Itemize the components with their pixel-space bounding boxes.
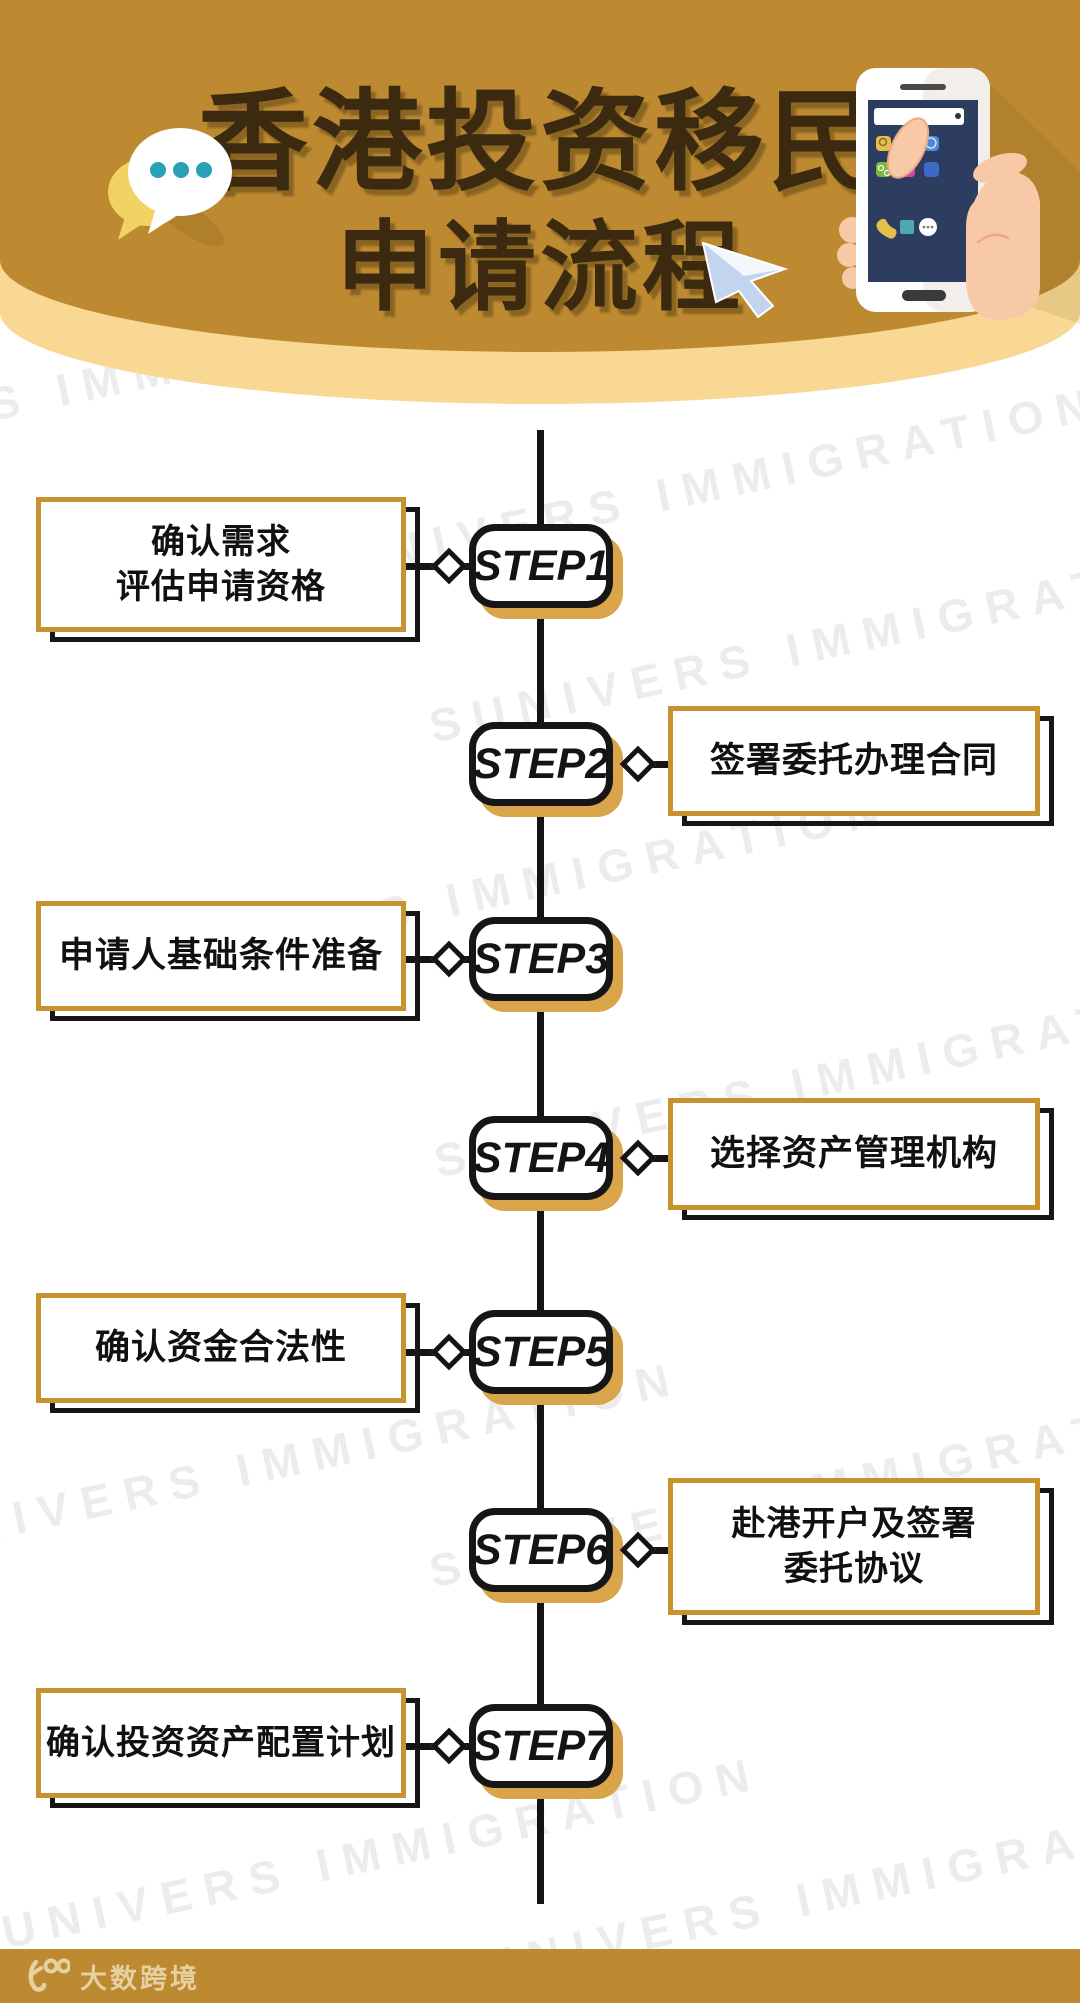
step2-badge: STEP2 bbox=[469, 722, 613, 806]
step1-badge: STEP1 bbox=[469, 524, 613, 608]
step3-badge: STEP3 bbox=[469, 917, 613, 1001]
flow-box-step7: 确认投资资产配置计划 bbox=[36, 1688, 420, 1808]
flow-box-text: 赴港开户及签署 bbox=[731, 1505, 977, 1544]
flow-box-text: 确认资金合法性 bbox=[94, 1328, 347, 1368]
flow-box-step5: 确认资金合法性 bbox=[36, 1293, 420, 1413]
flow-box-step6: 赴港开户及签署 委托协议 bbox=[668, 1478, 1054, 1625]
flow-box-text: 评估申请资格 bbox=[116, 567, 326, 606]
footer-bar: 大数跨境 bbox=[0, 1949, 1080, 2003]
diamond-connector bbox=[430, 1333, 468, 1371]
phone-in-hand-icon bbox=[828, 52, 1080, 329]
flow-box-step4: 选择资产管理机构 bbox=[668, 1098, 1054, 1220]
flow-box-step2: 签署委托办理合同 bbox=[668, 706, 1054, 826]
chat-bubble-icon bbox=[98, 112, 238, 257]
cursor-arrow-icon bbox=[700, 240, 789, 323]
dashu-100-logo bbox=[24, 1954, 72, 1999]
diamond-connector bbox=[430, 940, 468, 978]
flow-box-text: 签署委托办理合同 bbox=[709, 741, 998, 781]
page-title-line2: 申请流程 bbox=[335, 212, 744, 322]
step7-badge: STEP7 bbox=[469, 1704, 613, 1788]
flow-box-text: 委托协议 bbox=[784, 1549, 924, 1588]
footer-brand-text: 大数跨境 bbox=[80, 1963, 200, 1994]
step6-badge: STEP6 bbox=[469, 1508, 613, 1592]
step5-badge: STEP5 bbox=[469, 1310, 613, 1394]
flow-box-text: 确认投资资产配置计划 bbox=[46, 1723, 396, 1762]
diamond-connector bbox=[430, 1727, 468, 1765]
diamond-connector bbox=[619, 745, 657, 783]
flow-box-text: 确认需求 bbox=[151, 523, 291, 562]
flow-box-step1: 确认需求 评估申请资格 bbox=[36, 497, 420, 642]
page-title-line1: 香港投资移民 bbox=[198, 81, 882, 204]
flow-box-text: 选择资产管理机构 bbox=[709, 1134, 998, 1174]
step4-badge: STEP4 bbox=[469, 1116, 613, 1200]
flow-box-text: 申请人基础条件准备 bbox=[58, 936, 383, 976]
flow-box-step3: 申请人基础条件准备 bbox=[36, 901, 420, 1021]
